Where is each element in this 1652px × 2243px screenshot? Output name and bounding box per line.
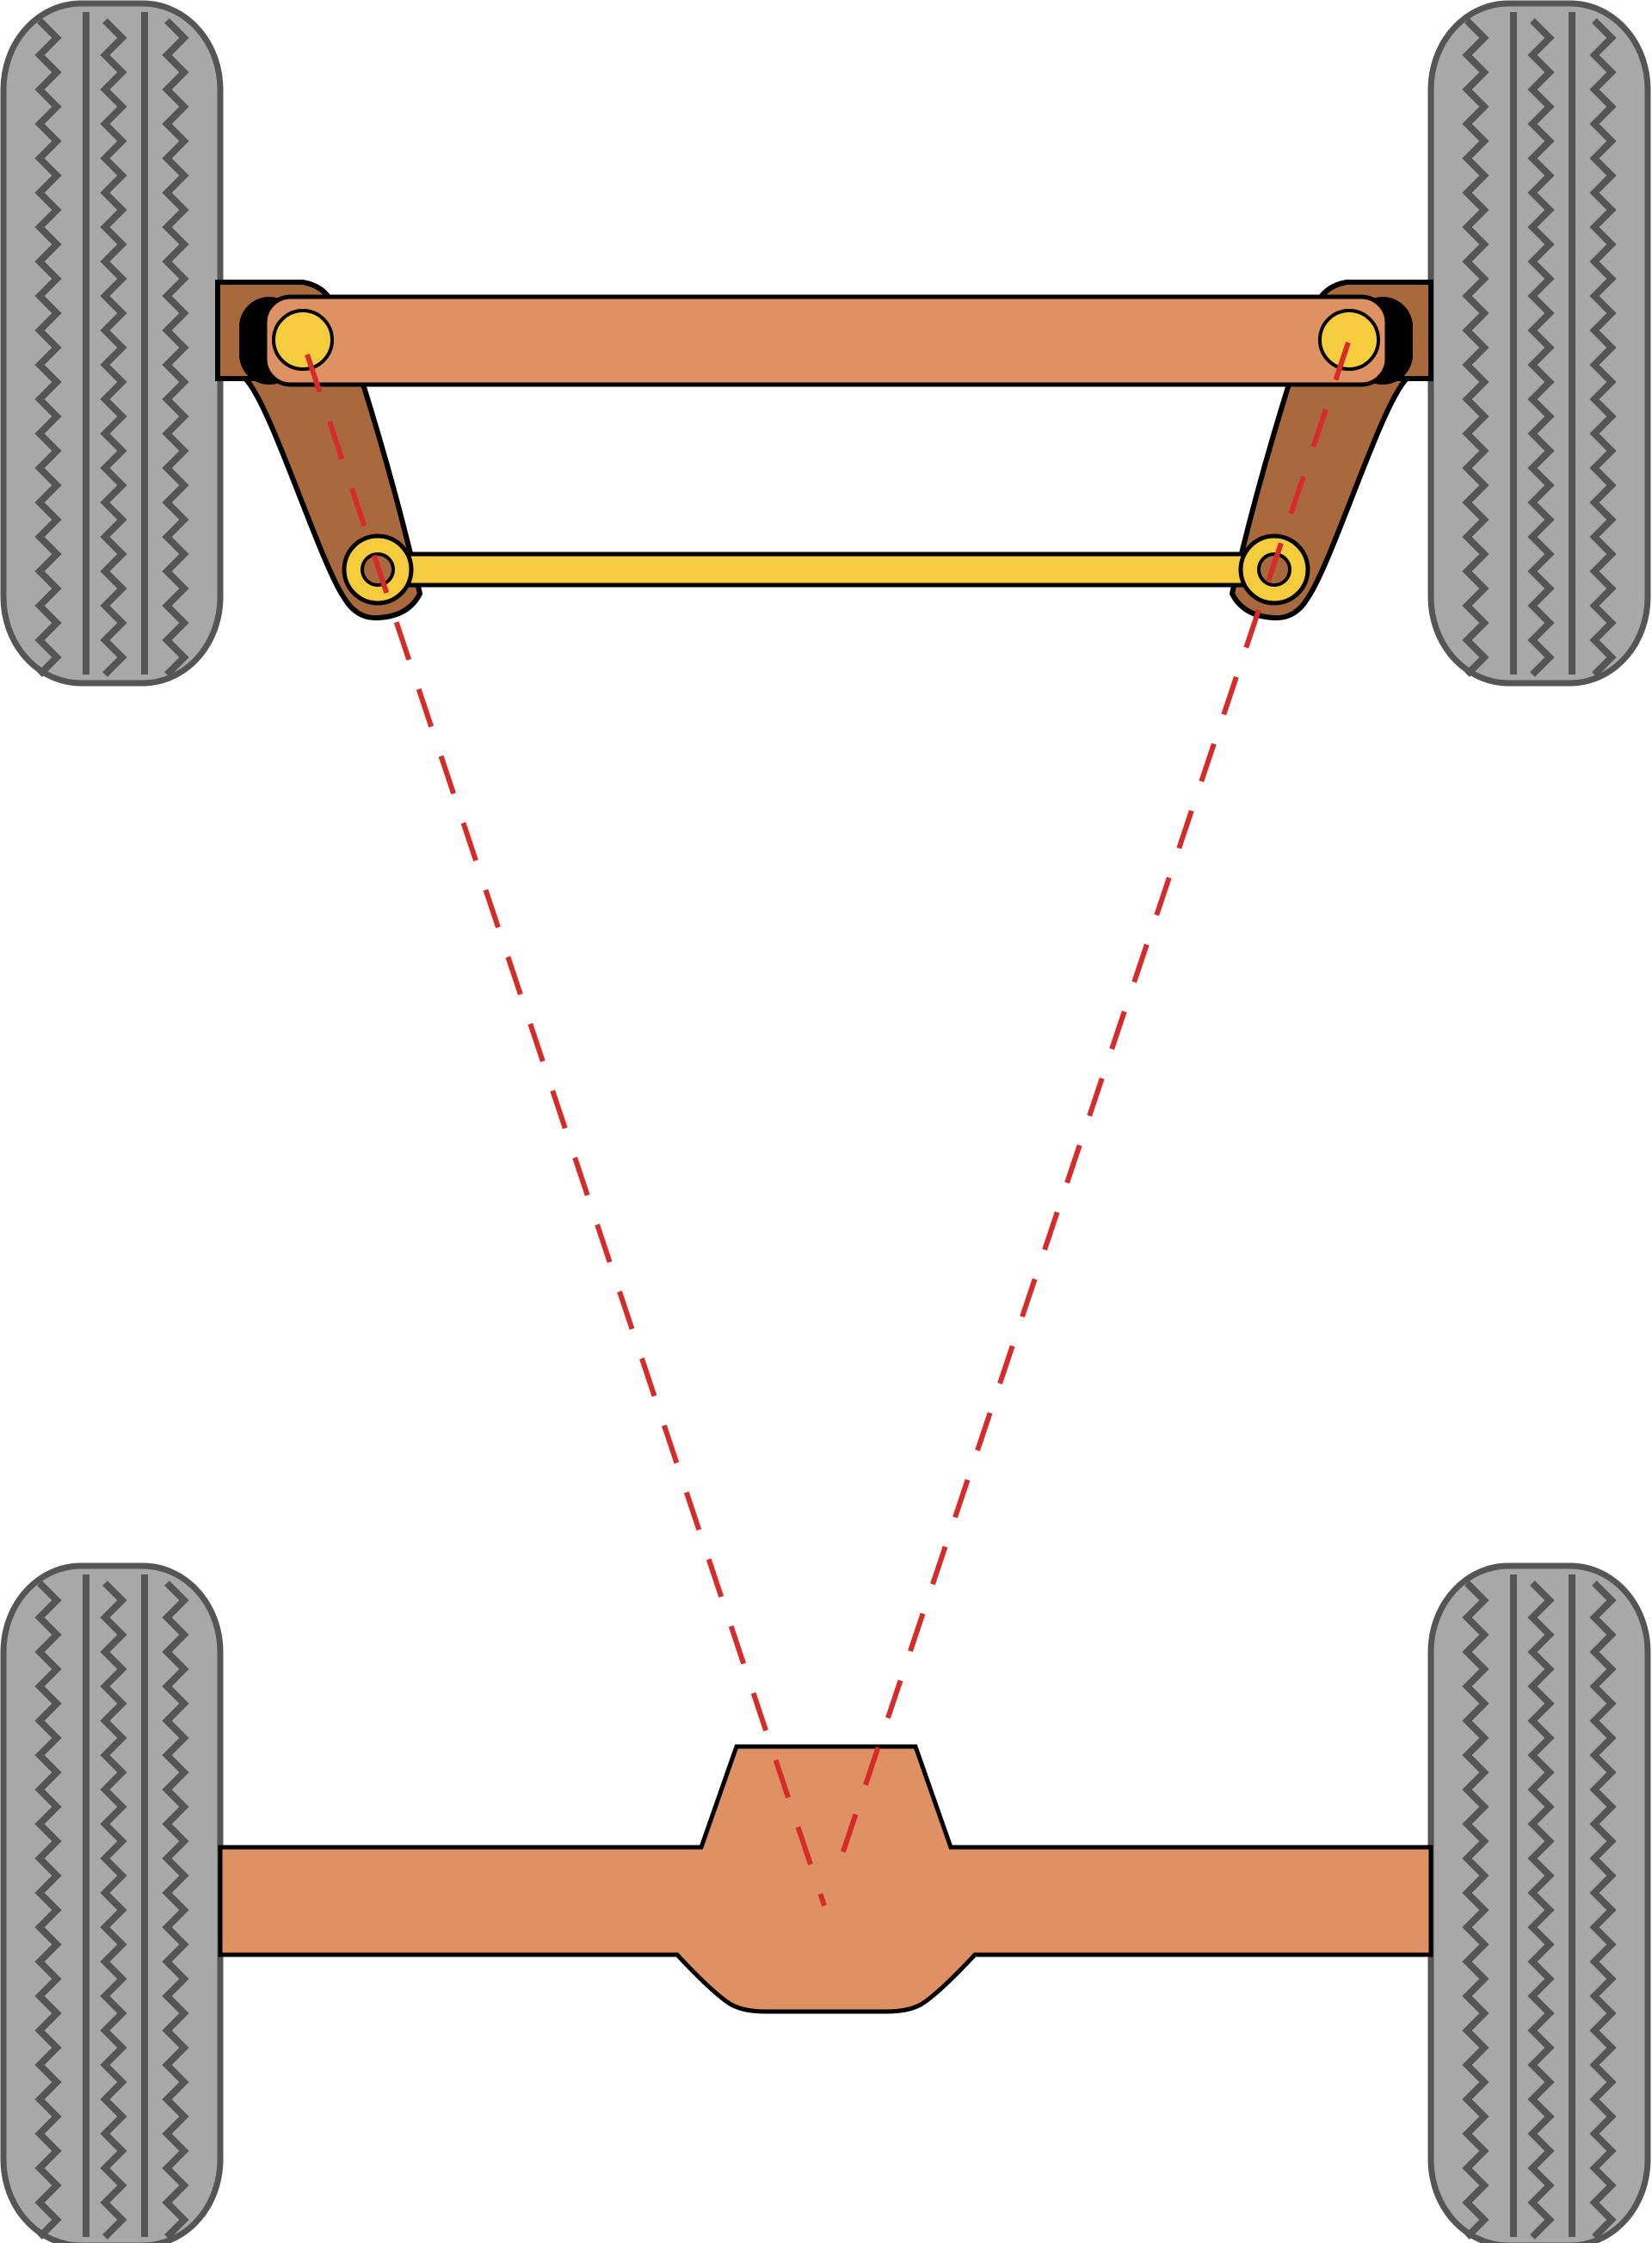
rear-axle-with-differential	[218, 1744, 1433, 2014]
front-axle	[262, 294, 1390, 387]
left-kingpin-icon	[272, 309, 334, 371]
rear-right-wheel-icon	[1431, 1566, 1648, 2243]
tie-rod	[389, 552, 1280, 588]
front-right-wheel-icon	[1431, 3, 1648, 683]
right-kingpin-icon	[1318, 309, 1380, 371]
right-ackermann-line	[832, 342, 1351, 1878]
left-ackermann-line	[305, 354, 827, 1907]
front-left-wheel-icon	[3, 3, 220, 683]
rear-left-wheel-icon	[3, 1566, 220, 2243]
